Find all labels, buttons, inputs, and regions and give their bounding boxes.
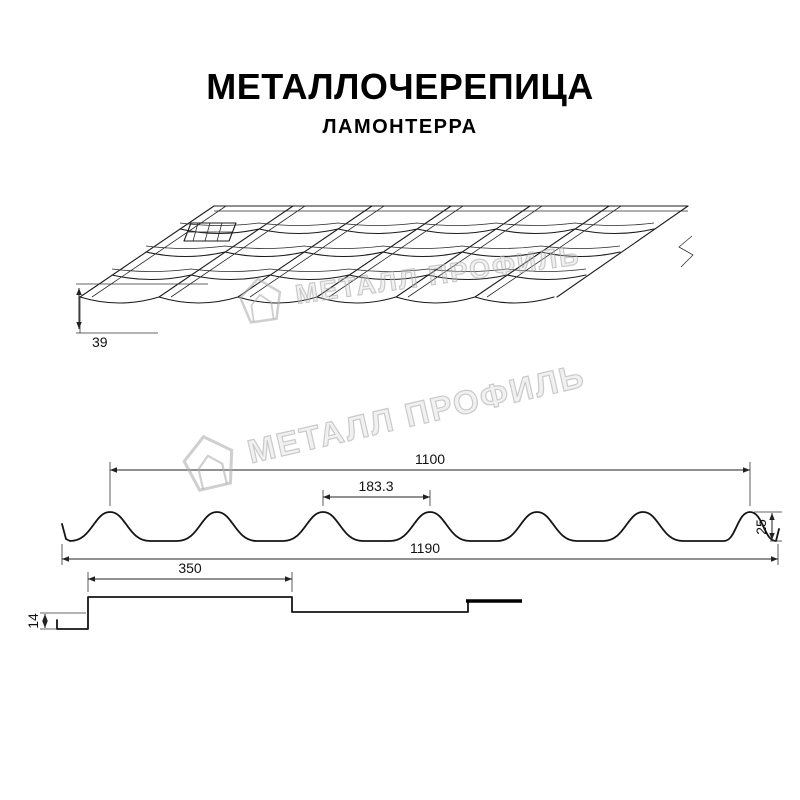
dim-overall-width: 1190 [61, 540, 779, 565]
dim-step-height: 14 [25, 612, 86, 630]
rib-line [158, 205, 294, 298]
dim-39-label: 39 [92, 334, 108, 350]
rib-line [474, 205, 610, 298]
rib-line [395, 205, 531, 298]
cross-section-profile: 1100 183.3 25 1190 [61, 451, 782, 565]
page-subtitle: ЛАМОНТЕРРА [322, 116, 478, 138]
page-title: МЕТАЛЛОЧЕРЕПИЦА [206, 66, 594, 107]
dim-183-label: 183.3 [358, 478, 393, 494]
rib-line [237, 205, 373, 298]
tile-row-shadow-3 [111, 268, 587, 272]
dim-module-width: 183.3 [322, 478, 431, 506]
drawing-header: МЕТАЛЛОЧЕРЕПИЦА ЛАМОНТЕРРА [0, 66, 800, 139]
rib-line [328, 205, 464, 298]
profile-outline [61, 511, 780, 542]
dim-perspective-height: 39 [76, 283, 208, 350]
step-profile: 350 14 [25, 560, 522, 630]
dim-step-length: 350 [87, 560, 293, 592]
dim-wave-height: 25 [753, 511, 782, 542]
rib-line [249, 205, 385, 298]
step-outline [56, 596, 469, 630]
break-mark [678, 235, 694, 268]
dim-1190-label: 1190 [410, 540, 440, 556]
dim-350-label: 350 [178, 560, 202, 576]
sheet-front-scalloped-edge [79, 296, 555, 304]
dim-25-label: 25 [753, 519, 769, 535]
rib-line [407, 205, 543, 298]
sheet-left-edge-inner [91, 205, 227, 298]
perspective-view: 39 [76, 205, 694, 350]
tile-row-shadow-2 [145, 245, 621, 249]
tile-row-shadow-1 [179, 222, 655, 226]
sheet-right-edge [556, 205, 689, 298]
dim-cover-width: 1100 [109, 451, 751, 506]
rib-line [486, 205, 622, 298]
dim-14-label: 14 [25, 613, 41, 629]
edge-cap-strip [183, 222, 237, 242]
rib-line [170, 205, 306, 298]
dim-1100-label: 1100 [415, 451, 445, 467]
edge-cap-hatch [188, 222, 233, 242]
rib-line [316, 205, 452, 298]
sheet-left-edge [79, 205, 215, 298]
